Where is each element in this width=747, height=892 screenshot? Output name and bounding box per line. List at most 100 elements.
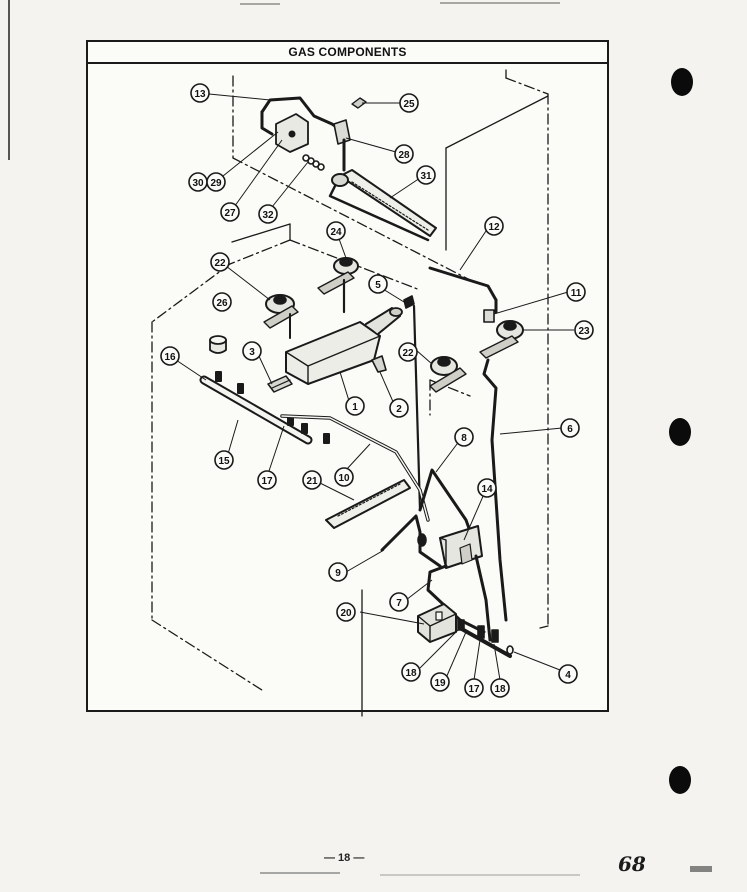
callout-label: 3 (249, 347, 255, 358)
scan-edge-line (8, 0, 10, 160)
callout-17-lower: 17 (464, 678, 484, 698)
callout-1: 1 (345, 396, 365, 416)
callout-label: 30 (192, 178, 204, 189)
callout-label: 28 (398, 150, 410, 161)
callout-label: 24 (330, 227, 342, 238)
diagram-title: GAS COMPONENTS (88, 42, 607, 64)
callout-13: 13 (190, 83, 210, 103)
valve-22-bracket (263, 305, 299, 329)
callout-label: 16 (164, 352, 176, 363)
orifice-holder (333, 119, 351, 145)
callout-17-upper: 17 (257, 470, 277, 490)
callout-6: 6 (560, 418, 580, 438)
callout-label: 29 (210, 178, 222, 189)
callout-label: 12 (488, 222, 500, 233)
callout-21: 21 (302, 470, 322, 490)
callout-label: 23 (578, 326, 590, 337)
callout-15: 15 (214, 450, 234, 470)
oven-burner-1 (285, 321, 381, 385)
callout-label: 7 (396, 598, 402, 609)
oven-burner-21 (325, 479, 411, 529)
spring-part (302, 154, 325, 171)
callout-14: 14 (477, 478, 497, 498)
connector-11 (483, 309, 495, 323)
broiler-gas-tube-end (260, 110, 274, 136)
callout-20: 20 (336, 602, 356, 622)
callout-12: 12 (484, 216, 504, 236)
callout-27: 27 (220, 202, 240, 222)
callout-22-upper: 22 (210, 252, 230, 272)
burner-mouth (331, 173, 349, 187)
broiler-burner (339, 169, 437, 237)
callout-32: 32 (258, 204, 278, 224)
valve-24-bracket (317, 271, 355, 295)
pilot-tube-12 (428, 266, 498, 302)
callout-30: 30 (188, 172, 208, 192)
callout-10: 10 (334, 467, 354, 487)
clip-part (351, 97, 367, 109)
punch-hole-middle (669, 418, 691, 446)
scan-noise (690, 866, 712, 872)
punch-hole-top (671, 68, 693, 96)
callout-24: 24 (326, 221, 346, 241)
diagram-frame: GAS COMPONENTS (86, 40, 609, 712)
callout-25: 25 (399, 93, 419, 113)
callout-label: 25 (403, 99, 415, 110)
callout-8: 8 (454, 427, 474, 447)
callout-label: 11 (571, 288, 582, 299)
rear-panel (231, 69, 549, 717)
leader-lines (175, 93, 574, 681)
callout-label: 1 (352, 402, 358, 413)
fitting-17b (477, 625, 485, 639)
callout-label: 21 (306, 476, 318, 487)
callout-label: 15 (218, 456, 230, 467)
callout-label: 17 (261, 476, 273, 487)
scan-noise (260, 872, 340, 874)
callout-label: 17 (468, 684, 480, 695)
callout-label: 5 (375, 280, 381, 291)
callout-label: 22 (214, 258, 226, 269)
tube-9 (380, 514, 442, 568)
callout-31: 31 (416, 165, 436, 185)
fitting-4 (506, 645, 514, 655)
callout-3: 3 (242, 341, 262, 361)
callout-label: 2 (396, 404, 402, 415)
callout-label: 18 (405, 668, 417, 679)
tube-6 (482, 358, 508, 622)
callout-label: 13 (194, 89, 206, 100)
tube-5-down (412, 304, 422, 512)
valve-5 (403, 295, 415, 309)
callout-label: 32 (262, 210, 274, 221)
tube-7 (426, 564, 486, 634)
bracket-hole (288, 130, 296, 138)
callouts: 13 25 28 30 29 27 32 31 12 24 22 5 11 26… (160, 83, 594, 698)
page-number: — 18 — (324, 852, 365, 864)
handwritten-page-number: 68 (618, 852, 646, 876)
callout-label: 6 (567, 424, 573, 435)
callout-label: 19 (434, 678, 446, 689)
callout-label: 9 (335, 568, 341, 579)
callout-label: 31 (420, 171, 432, 182)
fitting-18a (457, 619, 465, 631)
callout-28: 28 (394, 144, 414, 164)
burner-ports (351, 181, 429, 231)
scan-noise (240, 3, 280, 5)
callout-5: 5 (368, 274, 388, 294)
scan-noise (380, 874, 580, 876)
callout-26: 26 (212, 292, 232, 312)
bottom-gas-line (458, 626, 512, 658)
callout-label: 4 (565, 670, 571, 681)
tube-regulator-down (474, 554, 492, 642)
callout-4: 4 (558, 664, 578, 684)
callout-label: 27 (224, 208, 236, 219)
callout-label: 22 (402, 348, 414, 359)
fitting-18b (491, 629, 499, 643)
manifold-nipples (215, 371, 330, 444)
callout-23: 23 (574, 320, 594, 340)
callout-19: 19 (430, 672, 450, 692)
callout-16: 16 (160, 346, 180, 366)
callout-label: 10 (338, 473, 350, 484)
callout-18-right: 18 (490, 678, 510, 698)
